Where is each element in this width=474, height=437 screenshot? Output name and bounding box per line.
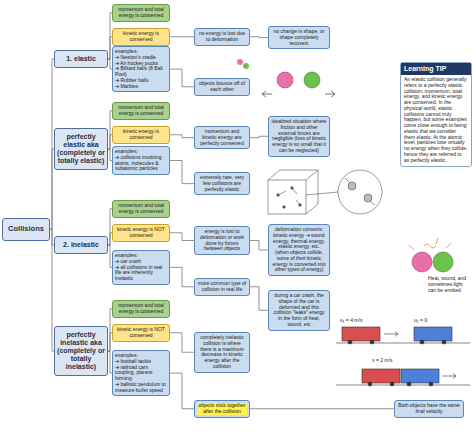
node-text: ➔ Marbles (115, 84, 167, 90)
node-text: momentum and total energy is conserved (115, 105, 167, 117)
concept-box: deformation converts: kinetic energy ➔ s… (268, 224, 330, 276)
tree-connector (170, 36, 194, 37)
tree-connector (170, 233, 194, 241)
tree-connector (170, 69, 194, 87)
node-text: Learning TIP (401, 63, 471, 75)
concept-box: kinetic energy is NOT conserved (112, 224, 170, 242)
node-text: ➔ Billiard balls (8 Ball Pool) (115, 66, 167, 78)
concept-box: Collisions (2, 218, 50, 241)
concept-box: objects stick together after the collisi… (194, 400, 250, 418)
tree-connector (170, 161, 194, 184)
node-text: Collisions (5, 225, 47, 234)
tip-box: Learning TIP An elastic collision general… (400, 62, 472, 167)
node-text: kinetic energy is NOT conserved (115, 227, 167, 239)
concept-box: 1. elastic (54, 50, 108, 68)
node-text: more common type of collision in real li… (197, 281, 247, 293)
concept-box: completely inelastic collision is where … (194, 332, 250, 373)
node-text: extremely rare, very few collisions are … (197, 175, 247, 192)
node-text: 1. elastic (57, 55, 105, 63)
node-text: kinetic energy is conserved (115, 31, 167, 43)
tree-connector (250, 287, 268, 311)
concept-box: Both objects have the same final velocit… (394, 400, 464, 418)
concept-box: kinetic energy is NOT conserved (112, 324, 170, 342)
node-text: objects bounce off of each other (197, 81, 247, 93)
inelastic-balls (409, 238, 453, 272)
concept-box: energy is lost to deformation or work do… (194, 226, 250, 255)
node-text: ➔ collisions involving atoms, molecules … (115, 155, 167, 172)
concept-box: kinetic energy is conserved (112, 28, 170, 46)
concept-box: momentum and kinetic energy are perfectl… (194, 126, 250, 149)
node-text: momentum and kinetic energy are perfectl… (197, 129, 247, 146)
concept-box: kinetic energy is conserved (112, 126, 170, 144)
concept-box: momentum and total energy is conserved (112, 200, 170, 218)
note-label: v = 2 m/s (372, 358, 412, 364)
railroad-cars (336, 327, 470, 386)
tree-connector (250, 136, 268, 137)
concept-box: more common type of collision in real li… (194, 278, 250, 296)
tree-connector (170, 333, 194, 353)
note-label: u₂ = 0 (414, 318, 454, 324)
node-text: kinetic energy is conserved (115, 129, 167, 141)
concept-box: examples:➔ collisions involving atoms, m… (112, 146, 170, 175)
concept-box: momentum and total energy is conserved (112, 300, 170, 318)
note-label: Heat, sound, and sometimes light can be … (428, 276, 472, 293)
node-text: Both objects have the same final velocit… (397, 403, 461, 415)
node-text: momentum and total energy is conserved (115, 7, 167, 19)
concept-box: examples:➔ Newton's cradle➔ Air hockey p… (112, 46, 170, 92)
concept-box: examples:➔ football tackle➔ railroad car… (112, 350, 170, 396)
node-text: no energy is lost due to deformation (197, 31, 247, 43)
concept-box: no energy is lost due to deformation (194, 28, 250, 46)
node-text: 2. inelastic (57, 241, 105, 249)
concept-box: momentum and total energy is conserved (112, 102, 170, 120)
node-text: ➔ railroad cars coupling, planets formin… (115, 365, 167, 382)
note-label: u₁ = 4 m/s (340, 318, 384, 324)
node-text: ➔ ballistic pendulum to measure bullet s… (115, 382, 167, 394)
node-text: completely inelastic collision is where … (197, 335, 247, 370)
node-text: idealized situation where friction and o… (271, 119, 327, 154)
concept-box: 2. inelastic (54, 236, 108, 254)
tree-connector (250, 36, 268, 38)
concept-box: extremely rare, very few collisions are … (194, 172, 250, 195)
tree-connector (170, 373, 194, 409)
node-text: perfectly elastic aka (completely or tot… (57, 133, 105, 165)
concept-box: during a car crash, the shape of the car… (268, 290, 330, 331)
node-text: momentum and total energy is conserved (115, 203, 167, 215)
tree-connector (250, 241, 268, 251)
node-text: energy is lost to deformation or work do… (197, 229, 247, 252)
concept-box: perfectly inelastic aka (completely or t… (54, 326, 108, 376)
gas-particles (268, 170, 382, 214)
node-text: objects stick together after the collisi… (197, 403, 247, 415)
node-text: kinetic energy is NOT conserved (115, 327, 167, 339)
node-text: perfectly inelastic aka (completely or t… (57, 331, 105, 371)
concept-box: examples:➔ car crash➔ all collisions in … (112, 250, 170, 285)
bounce-balls (237, 59, 335, 97)
tree-connector (170, 267, 194, 286)
concept-box: objects bounce off of each other (194, 78, 250, 96)
node-text: no change in shape, or shape completely … (271, 29, 327, 46)
node-text: momentum and total energy is conserved (115, 303, 167, 315)
node-text: deformation converts: kinetic energy ➔ s… (271, 227, 327, 273)
tree-connector (170, 135, 194, 138)
node-text: ➔ all collisions in real life are inhere… (115, 265, 167, 282)
concept-box: perfectly elastic aka (completely or tot… (54, 128, 108, 170)
concept-box: idealized situation where friction and o… (268, 116, 330, 157)
node-text: during a car crash, the shape of the car… (271, 293, 327, 328)
node-text: An elastic collision generally refers to… (401, 77, 471, 163)
concept-box: no change in shape, or shape completely … (268, 26, 330, 49)
tree-connector (250, 408, 394, 409)
concept-box: momentum and total energy is conserved (112, 4, 170, 22)
